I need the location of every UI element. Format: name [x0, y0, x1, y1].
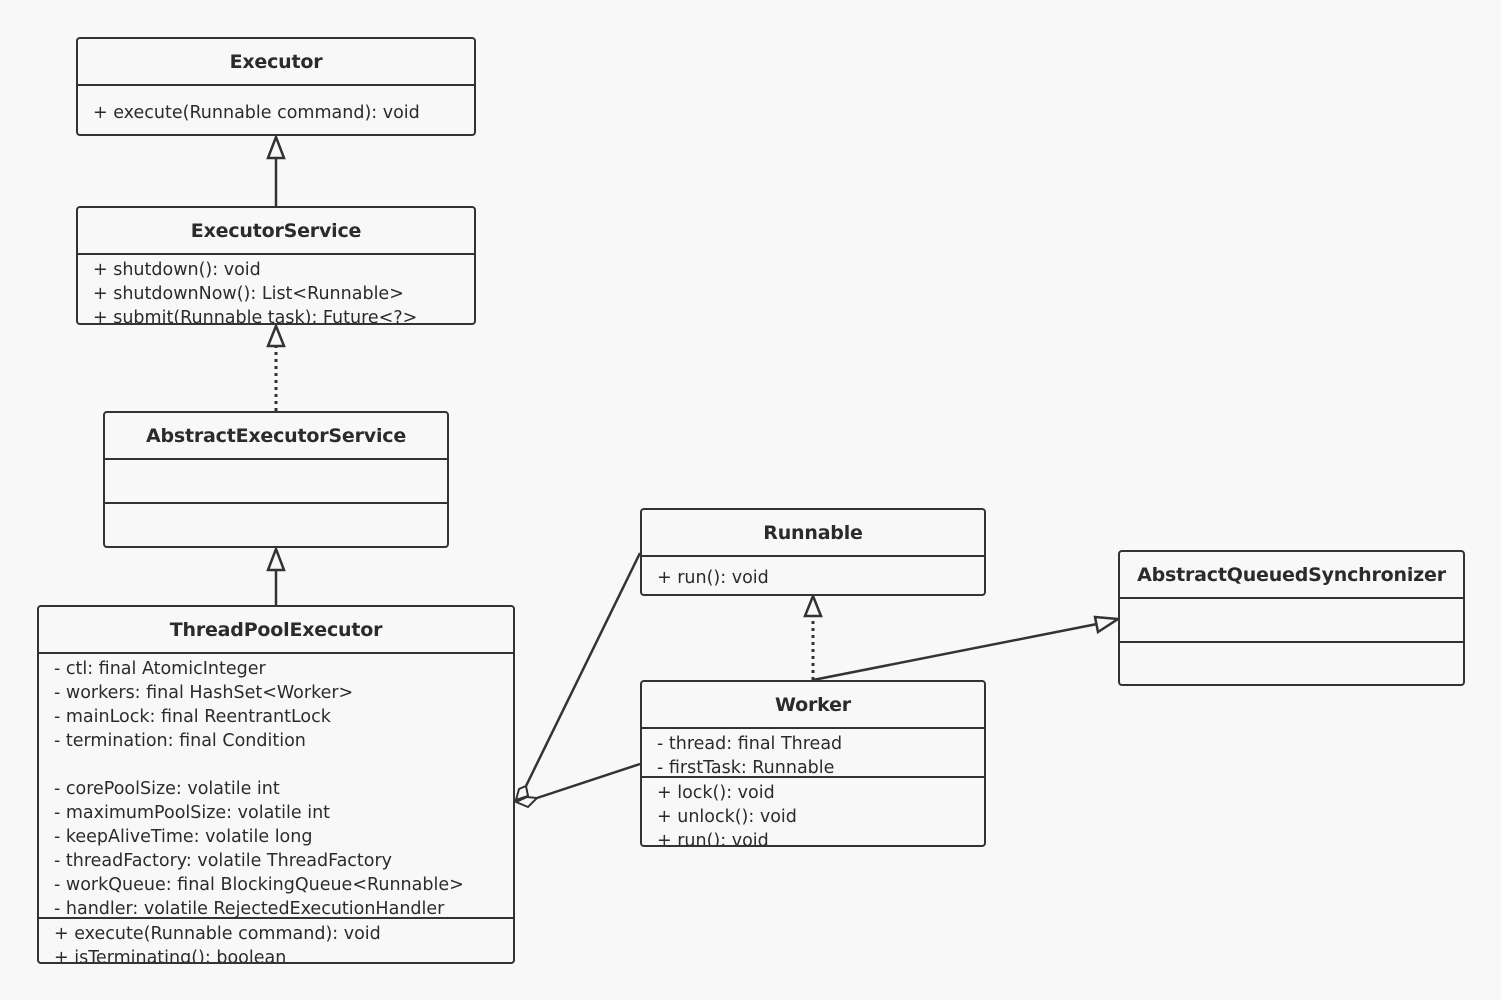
realization-arrowhead — [266, 322, 286, 348]
class-name: AbstractQueuedSynchronizer — [1137, 563, 1446, 586]
methods-compartment: + lock(): void + unlock(): void + run():… — [642, 776, 984, 845]
method: + run(): void — [657, 831, 769, 845]
methods-compartment — [105, 502, 447, 546]
attribute-spacer — [54, 753, 513, 777]
class-threadpoolexecutor[interactable]: ThreadPoolExecutor - ctl: final AtomicIn… — [37, 605, 515, 964]
attribute: - workQueue: final BlockingQueue<Runnabl… — [54, 875, 464, 895]
class-name: Executor — [229, 50, 323, 73]
attributes-compartment — [1120, 597, 1463, 641]
edge-worker-to-threadpoolexecutor — [536, 762, 641, 800]
generalization-arrowhead — [1093, 615, 1122, 635]
attribute: - threadFactory: volatile ThreadFactory — [54, 851, 393, 871]
method: + execute(Runnable command): void — [54, 924, 381, 944]
attribute: - handler: volatile RejectedExecutionHan… — [54, 899, 445, 917]
class-runnable[interactable]: Runnable + run(): void — [640, 508, 986, 596]
method: + shutdown(): void — [93, 260, 261, 280]
class-executor[interactable]: Executor + execute(Runnable command): vo… — [76, 37, 476, 136]
class-executorservice[interactable]: ExecutorService + shutdown(): void + shu… — [76, 206, 476, 325]
class-name: ThreadPoolExecutor — [169, 618, 383, 641]
attributes-compartment: - ctl: final AtomicInteger - workers: fi… — [39, 652, 513, 917]
attribute: - corePoolSize: volatile int — [54, 779, 280, 799]
methods-compartment: + execute(Runnable command): void — [78, 84, 474, 134]
edge-runnable-to-threadpoolexecutor — [524, 552, 642, 787]
attribute: - keepAliveTime: volatile long — [54, 827, 313, 847]
class-name: Runnable — [763, 521, 863, 544]
attributes-compartment — [105, 458, 447, 502]
class-name: ExecutorService — [190, 219, 362, 242]
class-worker[interactable]: Worker - thread: final Thread - firstTas… — [640, 680, 986, 847]
realization-arrowhead — [803, 592, 823, 618]
class-name: AbstractExecutorService — [145, 424, 407, 447]
methods-compartment — [1120, 640, 1463, 685]
method: + run(): void — [657, 568, 769, 588]
attribute: - mainLock: final ReentrantLock — [54, 707, 331, 727]
method: + submit(Runnable task): Future<?> — [93, 308, 418, 323]
methods-compartment: + shutdown(): void + shutdownNow(): List… — [78, 253, 474, 323]
attribute: - ctl: final AtomicInteger — [54, 659, 266, 679]
edge-worker-to-aqs — [812, 622, 1098, 682]
method: + unlock(): void — [657, 807, 797, 827]
attributes-compartment: - thread: final Thread - firstTask: Runn… — [642, 727, 984, 776]
method: + shutdownNow(): List<Runnable> — [93, 284, 404, 304]
attribute: - firstTask: Runnable — [657, 758, 835, 776]
attribute: - maximumPoolSize: volatile int — [54, 803, 331, 823]
generalization-arrowhead — [266, 133, 286, 160]
method: + lock(): void — [657, 783, 775, 803]
class-abstractexecutorservice[interactable]: AbstractExecutorService — [103, 411, 449, 548]
aggregation-diamond — [513, 795, 540, 809]
class-abstractqueuedsynchronizer[interactable]: AbstractQueuedSynchronizer — [1118, 550, 1465, 686]
method: + isTerminating(): boolean — [54, 948, 287, 962]
attribute: - termination: final Condition — [54, 731, 306, 751]
methods-compartment: + execute(Runnable command): void + isTe… — [39, 917, 513, 962]
attribute: - thread: final Thread — [657, 734, 843, 754]
attribute: - workers: final HashSet<Worker> — [54, 683, 354, 703]
generalization-arrowhead — [266, 545, 286, 572]
methods-compartment: + run(): void — [642, 555, 984, 594]
method: + execute(Runnable command): void — [93, 103, 420, 123]
class-name: Worker — [775, 693, 851, 716]
